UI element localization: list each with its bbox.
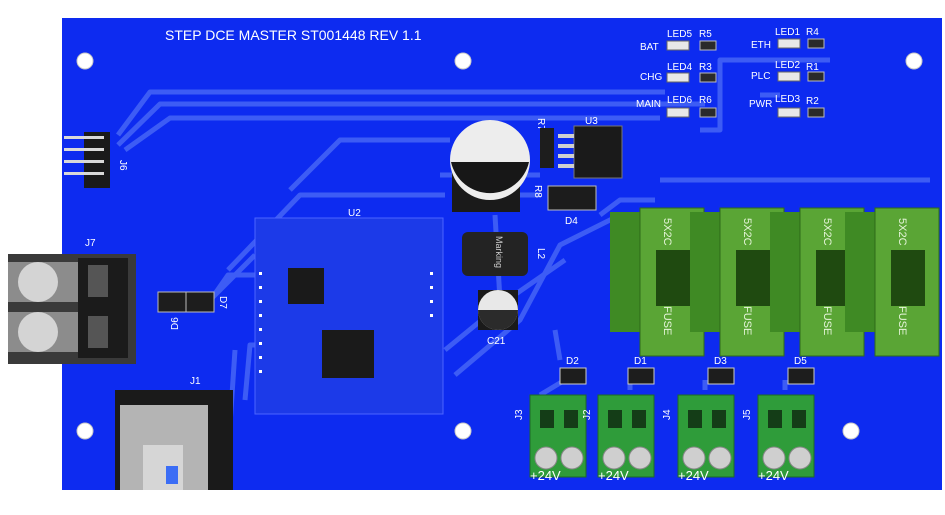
diode-ref: D1 <box>634 356 647 367</box>
fuse-holder: 5X2C FUSE <box>845 207 940 357</box>
mount-hole <box>76 422 94 440</box>
terminal-label: +24V <box>598 468 629 483</box>
led-ref: LED2 <box>775 60 800 71</box>
ref-j7: J7 <box>85 238 96 249</box>
led-body <box>777 107 801 118</box>
board-title: STEP DCE MASTER ST001448 REV 1.1 <box>165 27 422 43</box>
ref-d7: D7 <box>217 296 228 309</box>
resistor-ref: R4 <box>806 27 819 38</box>
led-body <box>666 72 690 83</box>
resistor-ref: R3 <box>699 62 712 73</box>
led-label: PLC <box>751 71 770 82</box>
led-ref: LED1 <box>775 27 800 38</box>
terminal-label: +24V <box>530 468 561 483</box>
fuse-side-label: FUSE <box>821 306 833 335</box>
ref-r7: R7 <box>535 118 546 131</box>
mount-hole <box>454 52 472 70</box>
fuse-top-label: 5X2C <box>741 218 753 246</box>
terminal-label: +24V <box>758 468 789 483</box>
resistor-ref: R1 <box>806 62 819 73</box>
led-label: BAT <box>640 42 659 53</box>
connector-j1: J1 <box>115 376 233 490</box>
ref-j6: J6 <box>117 160 128 171</box>
status-led-block: LED5 R5 BAT LED4 R3 CHG LED6 R6 MAIN LED… <box>636 27 825 118</box>
ref-r8: R8 <box>532 185 543 198</box>
terminal-ref: J2 <box>582 409 593 420</box>
led-ref: LED3 <box>775 94 800 105</box>
capacitor-c21: C21 <box>478 290 518 347</box>
led-ref: LED4 <box>667 62 692 73</box>
diode-ref: D2 <box>566 356 579 367</box>
resistor-ref: R2 <box>806 96 819 107</box>
module-u2: U2 <box>254 208 444 415</box>
fuse-top-label: 5X2C <box>821 218 833 246</box>
power-section: R7 U3 R8 D4 <box>450 116 623 227</box>
diode-ref: D5 <box>794 356 807 367</box>
terminal-ref: J5 <box>742 409 753 420</box>
led-ref: LED6 <box>667 95 692 106</box>
led-body <box>666 40 690 51</box>
mount-hole <box>842 422 860 440</box>
ref-d6: D6 <box>170 317 181 330</box>
resistor-body <box>807 38 825 49</box>
ref-c21: C21 <box>487 336 506 347</box>
diode-ref: D3 <box>714 356 727 367</box>
l2-marking: Marking <box>494 236 504 268</box>
terminal-label: +24V <box>678 468 709 483</box>
inductor-l2: Marking L2 <box>462 232 546 276</box>
ref-l2: L2 <box>535 248 546 260</box>
led-label: PWR <box>749 99 772 110</box>
led-body <box>777 38 801 49</box>
terminal-ref: J3 <box>514 409 525 420</box>
mount-hole <box>454 422 472 440</box>
resistor-body <box>807 71 825 82</box>
fuse-holder: 5X2C FUSE <box>610 207 705 357</box>
resistor-body <box>699 72 717 83</box>
resistor-body <box>699 40 717 51</box>
led-label: CHG <box>640 72 662 83</box>
led-body <box>777 71 801 82</box>
resistor-body <box>699 107 717 118</box>
fuse-top-label: 5X2C <box>896 218 908 246</box>
led-label: MAIN <box>636 99 661 110</box>
fuse-top-label: 5X2C <box>661 218 673 246</box>
fuse-row: 5X2C FUSE 5X2C FUSE 5X2C FUSE 5X2C FUSE <box>610 207 940 357</box>
mount-hole <box>76 52 94 70</box>
resistor-ref: R5 <box>699 29 712 40</box>
fuse-side-label: FUSE <box>896 306 908 335</box>
ref-u3: U3 <box>585 116 598 127</box>
fuse-side-label: FUSE <box>661 306 673 335</box>
mount-hole <box>905 52 923 70</box>
ref-u2: U2 <box>348 208 361 219</box>
led-label: ETH <box>751 40 771 51</box>
ref-d4: D4 <box>565 216 578 227</box>
terminal-ref: J4 <box>662 409 673 420</box>
connector-j6: J6 <box>64 132 128 188</box>
resistor-ref: R6 <box>699 95 712 106</box>
led-body <box>666 107 690 118</box>
diodes-d6-d7: D6 D7 <box>157 291 228 330</box>
led-ref: LED5 <box>667 29 692 40</box>
connector-j7: J7 <box>8 238 136 364</box>
ref-j1: J1 <box>190 376 201 387</box>
fuse-side-label: FUSE <box>741 306 753 335</box>
mounting-holes <box>76 52 923 440</box>
resistor-body <box>807 107 825 118</box>
